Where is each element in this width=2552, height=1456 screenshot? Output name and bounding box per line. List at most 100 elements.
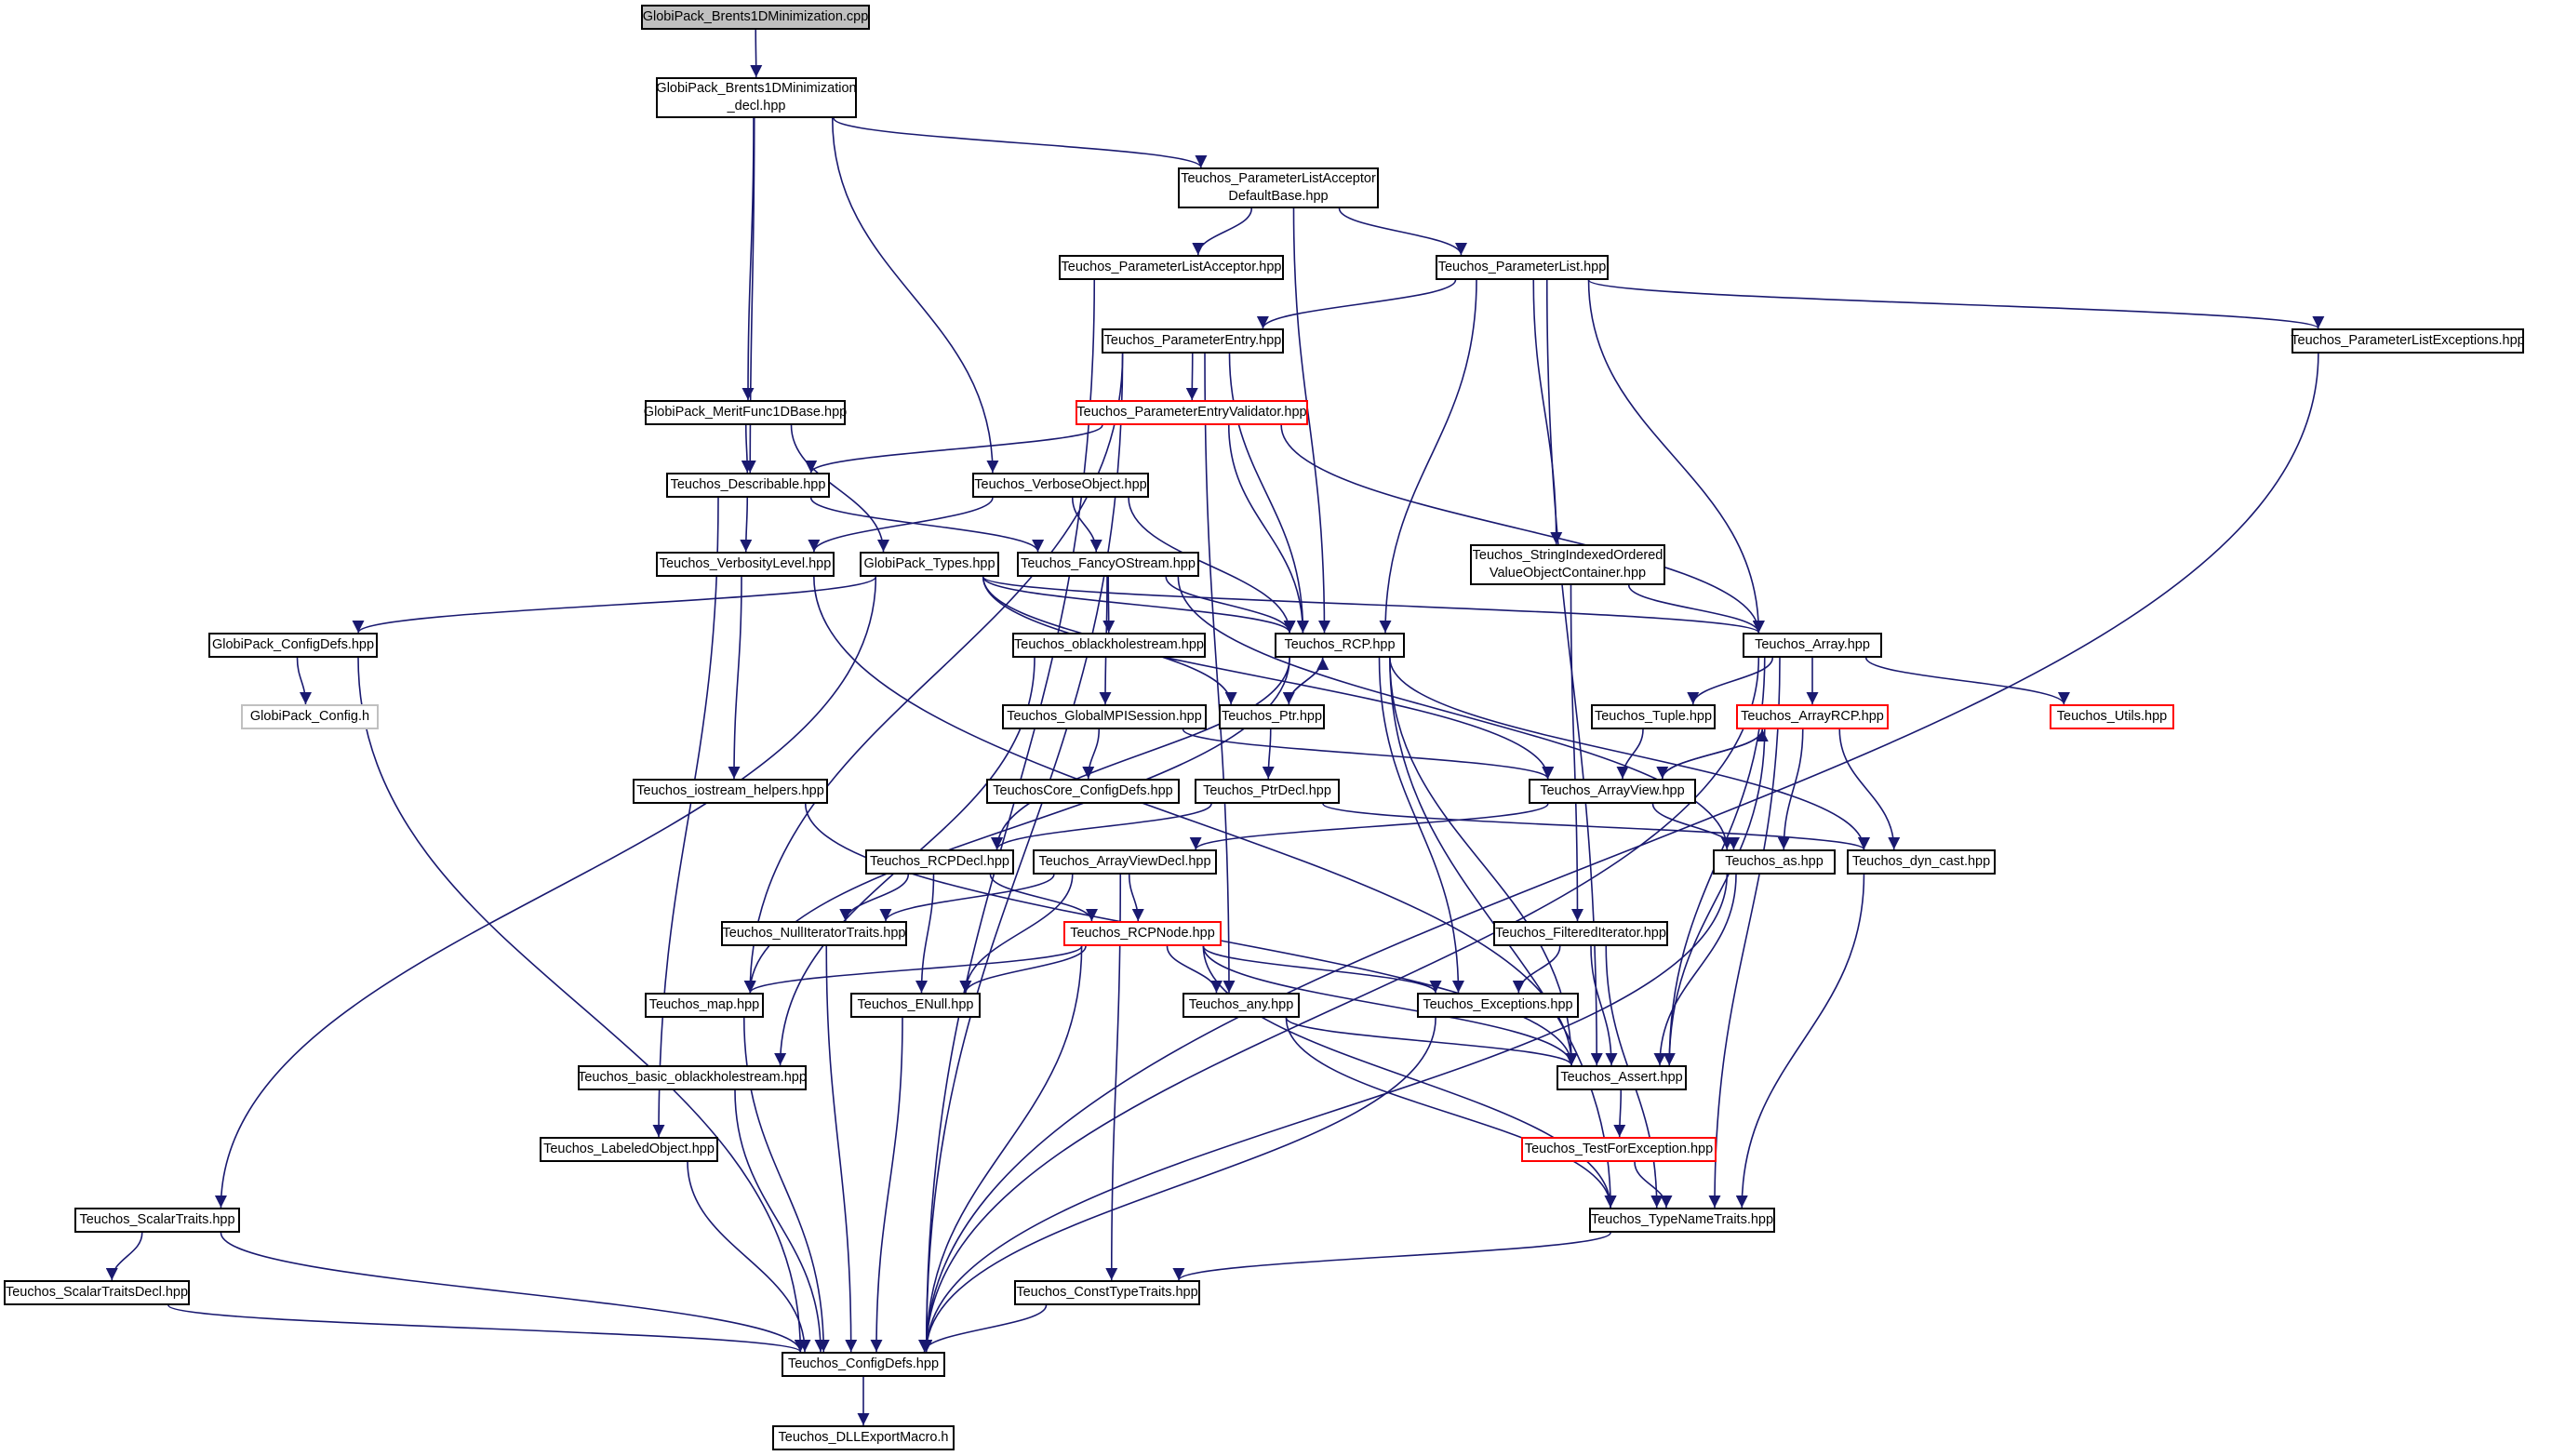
node-nulliteratortraits-hpp[interactable]: Teuchos_NullIteratorTraits.hpp [721, 921, 907, 946]
node-ptrdecl-hpp[interactable]: Teuchos_PtrDecl.hpp [1195, 779, 1340, 804]
node-basic-oblackholestream-hpp[interactable]: Teuchos_basic_oblackholestream.hpp [578, 1065, 807, 1090]
edge-n32-to-n45 [1735, 874, 1865, 1209]
node-globipack-configdefs-hpp[interactable]: GlobiPack_ConfigDefs.hpp [208, 633, 378, 658]
edge-n2-to-n4 [1338, 207, 1467, 256]
edge-n31-to-n48 [920, 874, 1729, 1353]
node-arrayview-hpp[interactable]: Teuchos_ArrayView.hpp [1529, 779, 1696, 804]
node-typenametraits-hpp[interactable]: Teuchos_TypeNameTraits.hpp [1589, 1208, 1775, 1233]
edge-n3-to-n48 [920, 279, 1096, 1353]
edge-n9-to-n14 [809, 497, 1044, 553]
node-oblackholestream-hpp[interactable]: Teuchos_oblackholestream.hpp [1012, 633, 1206, 658]
node-assert-hpp[interactable]: Teuchos_Assert.hpp [1557, 1065, 1687, 1090]
node-parameterlistacceptor-hpp[interactable]: Teuchos_ParameterListAcceptor.hpp [1059, 255, 1284, 280]
edge-n41-to-n43 [1613, 1089, 1626, 1138]
node-verboseobject-hpp[interactable]: Teuchos_VerboseObject.hpp [972, 473, 1149, 498]
node-parameterentryvalidator-hpp[interactable]: Teuchos_ParameterEntryValidator.hpp [1076, 400, 1308, 425]
node-verbositylevel-hpp[interactable]: Teuchos_VerbosityLevel.hpp [656, 552, 835, 577]
edge-n18-to-n48 [920, 657, 1760, 1353]
edge-n5-to-n8 [1185, 353, 1198, 401]
edge-n2-to-n3 [1192, 207, 1253, 256]
node-parameterlist-hpp[interactable]: Teuchos_ParameterList.hpp [1436, 255, 1609, 280]
edge-n38-to-n45 [1285, 1017, 1617, 1209]
node-as-hpp[interactable]: Teuchos_as.hpp [1713, 849, 1836, 875]
edge-n21-to-n27 [1262, 728, 1275, 780]
node-stringindexedorderedvalueobjectcontainer-hpp[interactable]: Teuchos_StringIndexedOrdered ValueObject… [1470, 544, 1665, 585]
edge-n10-to-n12 [808, 497, 994, 553]
node-scalartraits-hpp[interactable]: Teuchos_ScalarTraits.hpp [74, 1208, 240, 1233]
node-rcp-hpp[interactable]: Teuchos_RCP.hpp [1275, 633, 1405, 658]
edge-n9-to-n42 [652, 497, 719, 1138]
node-describable-hpp[interactable]: Teuchos_Describable.hpp [666, 473, 830, 498]
node-iostream-helpers-hpp[interactable]: Teuchos_iostream_helpers.hpp [633, 779, 828, 804]
edge-n18-to-n24 [1864, 657, 2070, 705]
node-any-hpp[interactable]: Teuchos_any.hpp [1182, 993, 1300, 1018]
edge-n31-to-n41 [1653, 874, 1737, 1066]
edge-n34-to-n39 [1202, 945, 1442, 994]
node-tuple-hpp[interactable]: Teuchos_Tuple.hpp [1591, 704, 1716, 729]
node-enull-hpp[interactable]: Teuchos_ENull.hpp [850, 993, 981, 1018]
node-arrayrcp-hpp[interactable]: Teuchos_ArrayRCP.hpp [1736, 704, 1889, 729]
edge-n37-to-n48 [870, 1017, 903, 1353]
edge-n42-to-n48 [687, 1161, 811, 1353]
node-parameterlistacceptor-defaultbase-hpp[interactable]: Teuchos_ParameterListAcceptor DefaultBas… [1178, 167, 1379, 208]
edge-n38-to-n41 [1285, 1017, 1578, 1066]
node-dyn-cast-hpp[interactable]: Teuchos_dyn_cast.hpp [1847, 849, 1996, 875]
node-filterediterator-hpp[interactable]: Teuchos_FilteredIterator.hpp [1493, 921, 1668, 946]
node-globalmpisession-hpp[interactable]: Teuchos_GlobalMPISession.hpp [1002, 704, 1207, 729]
node-teuchos-configdefs-hpp[interactable]: Teuchos_ConfigDefs.hpp [782, 1352, 945, 1377]
edge-n23-to-n31 [1777, 728, 1804, 850]
edge-n28-to-n23 [1661, 728, 1769, 780]
node-rcpdecl-hpp[interactable]: Teuchos_RCPDecl.hpp [865, 849, 1014, 875]
edge-n30-to-n34 [1128, 874, 1144, 922]
node-rcpnode-hpp[interactable]: Teuchos_RCPNode.hpp [1063, 921, 1222, 946]
node-consttypetraits-hpp[interactable]: Teuchos_ConstTypeTraits.hpp [1014, 1280, 1200, 1305]
edge-n1-to-n10 [831, 117, 999, 474]
node-array-hpp[interactable]: Teuchos_Array.hpp [1743, 633, 1882, 658]
edge-n28-to-n31 [1651, 803, 1740, 850]
edge-n23-to-n41 [1663, 728, 1766, 1066]
edge-n27-to-n29 [991, 803, 1212, 850]
edge-n12-to-n25 [728, 576, 742, 780]
edge-n4-to-n6 [1587, 279, 2324, 329]
edge-n10-to-n17 [1128, 497, 1296, 634]
edge-n17-to-n39 [1378, 657, 1464, 994]
node-teuchoscore-configdefs-hpp[interactable]: TeuchosCore_ConfigDefs.hpp [986, 779, 1180, 804]
node-scalartraitsdecl-hpp[interactable]: Teuchos_ScalarTraitsDecl.hpp [4, 1280, 190, 1305]
node-dllexportmacro-h[interactable]: Teuchos_DLLExportMacro.h [772, 1425, 955, 1450]
node-parameterentry-hpp[interactable]: Teuchos_ParameterEntry.hpp [1102, 328, 1284, 354]
edge-n5-to-n48 [920, 353, 1124, 1353]
edge-n7-to-n13 [790, 424, 889, 553]
edge-n30-to-n33 [879, 874, 1055, 922]
edge-n6-to-n48 [920, 353, 2319, 1353]
node-labeledobject-hpp[interactable]: Teuchos_LabeledObject.hpp [540, 1137, 718, 1162]
edge-n9-to-n12 [740, 497, 753, 553]
node-meritfunc1dbase-hpp[interactable]: GlobiPack_MeritFunc1DBase.hpp [644, 400, 847, 425]
edge-n34-to-n37 [959, 945, 1087, 994]
node-globipack-types-hpp[interactable]: GlobiPack_Types.hpp [860, 552, 999, 577]
node-ptr-hpp[interactable]: Teuchos_Ptr.hpp [1219, 704, 1325, 729]
edge-n34-to-n36 [743, 945, 1083, 994]
node-arrayviewdecl-hpp[interactable]: Teuchos_ArrayViewDecl.hpp [1033, 849, 1217, 875]
node-brents1dminimization-decl-hpp[interactable]: GlobiPack_Brents1DMinimization _decl.hpp [656, 77, 857, 118]
edge-n1-to-n2 [833, 117, 1208, 168]
edge-n18-to-n45 [1708, 657, 1781, 1209]
edge-n35-to-n39 [1512, 945, 1561, 994]
edge-n30-to-n37 [959, 874, 1074, 994]
edge-n47-to-n48 [918, 1304, 1048, 1353]
edge-n17-to-n32 [1389, 657, 1870, 850]
node-exceptions-hpp[interactable]: Teuchos_Exceptions.hpp [1417, 993, 1579, 1018]
edge-n5-to-n38 [1204, 353, 1236, 994]
node-utils-hpp[interactable]: Teuchos_Utils.hpp [2050, 704, 2174, 729]
edge-n14-to-n17 [1165, 576, 1296, 634]
edge-n5-to-n17 [1228, 353, 1309, 634]
edge-n13-to-n28 [982, 576, 1555, 780]
node-parameterlistexceptions-hpp[interactable]: Teuchos_ParameterListExceptions.hpp [2291, 328, 2525, 354]
node-map-hpp[interactable]: Teuchos_map.hpp [645, 993, 764, 1018]
edge-n1-to-n7 [742, 117, 755, 401]
node-brents1dminimization-cpp[interactable]: GlobiPack_Brents1DMinimization.cpp [641, 5, 870, 30]
node-fancyostream-hpp[interactable]: Teuchos_FancyOStream.hpp [1017, 552, 1199, 577]
node-testforexception-hpp[interactable]: Teuchos_TestForException.hpp [1521, 1137, 1717, 1162]
edge-n7-to-n9 [741, 424, 754, 474]
edge-n4-to-n18 [1587, 279, 1765, 634]
